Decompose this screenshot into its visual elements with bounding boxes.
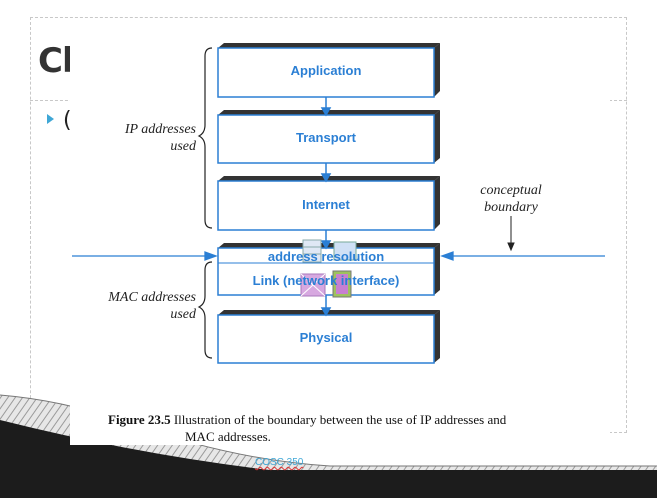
slide-title: Cl <box>38 41 74 81</box>
ip-addresses-label: IP addresses used <box>108 121 196 155</box>
transport-layer-label: Transport <box>296 130 356 145</box>
mac-bracket <box>197 261 213 359</box>
mac-label-line1: MAC addresses <box>108 290 196 305</box>
internet-layer-box <box>217 180 435 231</box>
mac-addresses-label: MAC addresses used <box>98 289 196 323</box>
slide-footer: COSC 350 <box>255 457 304 468</box>
conceptual-boundary-label: conceptual boundary <box>466 182 556 216</box>
mac-label-line2: used <box>170 307 196 322</box>
layer-arrows <box>320 97 332 317</box>
caption-line2: MAC addresses. <box>185 429 271 444</box>
bullet-text: ( <box>63 108 72 133</box>
application-layer-label: Application <box>290 63 362 78</box>
figure-caption: Figure 23.5 Illustration of the boundary… <box>108 411 588 445</box>
address-resolution-label: address resolution <box>267 249 385 264</box>
bullet-arrow-icon <box>47 114 54 124</box>
physical-layer-box <box>217 314 435 364</box>
concept-arrow <box>507 216 515 252</box>
ip-bracket <box>197 47 213 229</box>
concept-line2: boundary <box>484 200 538 215</box>
caption-text: Illustration of the boundary between the… <box>173 412 507 427</box>
concept-line1: conceptual <box>480 183 542 198</box>
embedded-object-icons <box>300 239 357 298</box>
internet-layer-label: Internet <box>302 197 350 212</box>
boundary-line <box>72 251 605 261</box>
figure-panel <box>70 37 610 445</box>
ip-label-line2: used <box>170 139 196 154</box>
caption-figure-number: Figure 23.5 <box>108 412 171 427</box>
link-layer-label: Link (network interface) <box>252 273 400 288</box>
ip-label-line1: IP addresses <box>124 122 196 137</box>
physical-layer-label: Physical <box>299 330 353 345</box>
link-layer-box <box>217 247 435 296</box>
